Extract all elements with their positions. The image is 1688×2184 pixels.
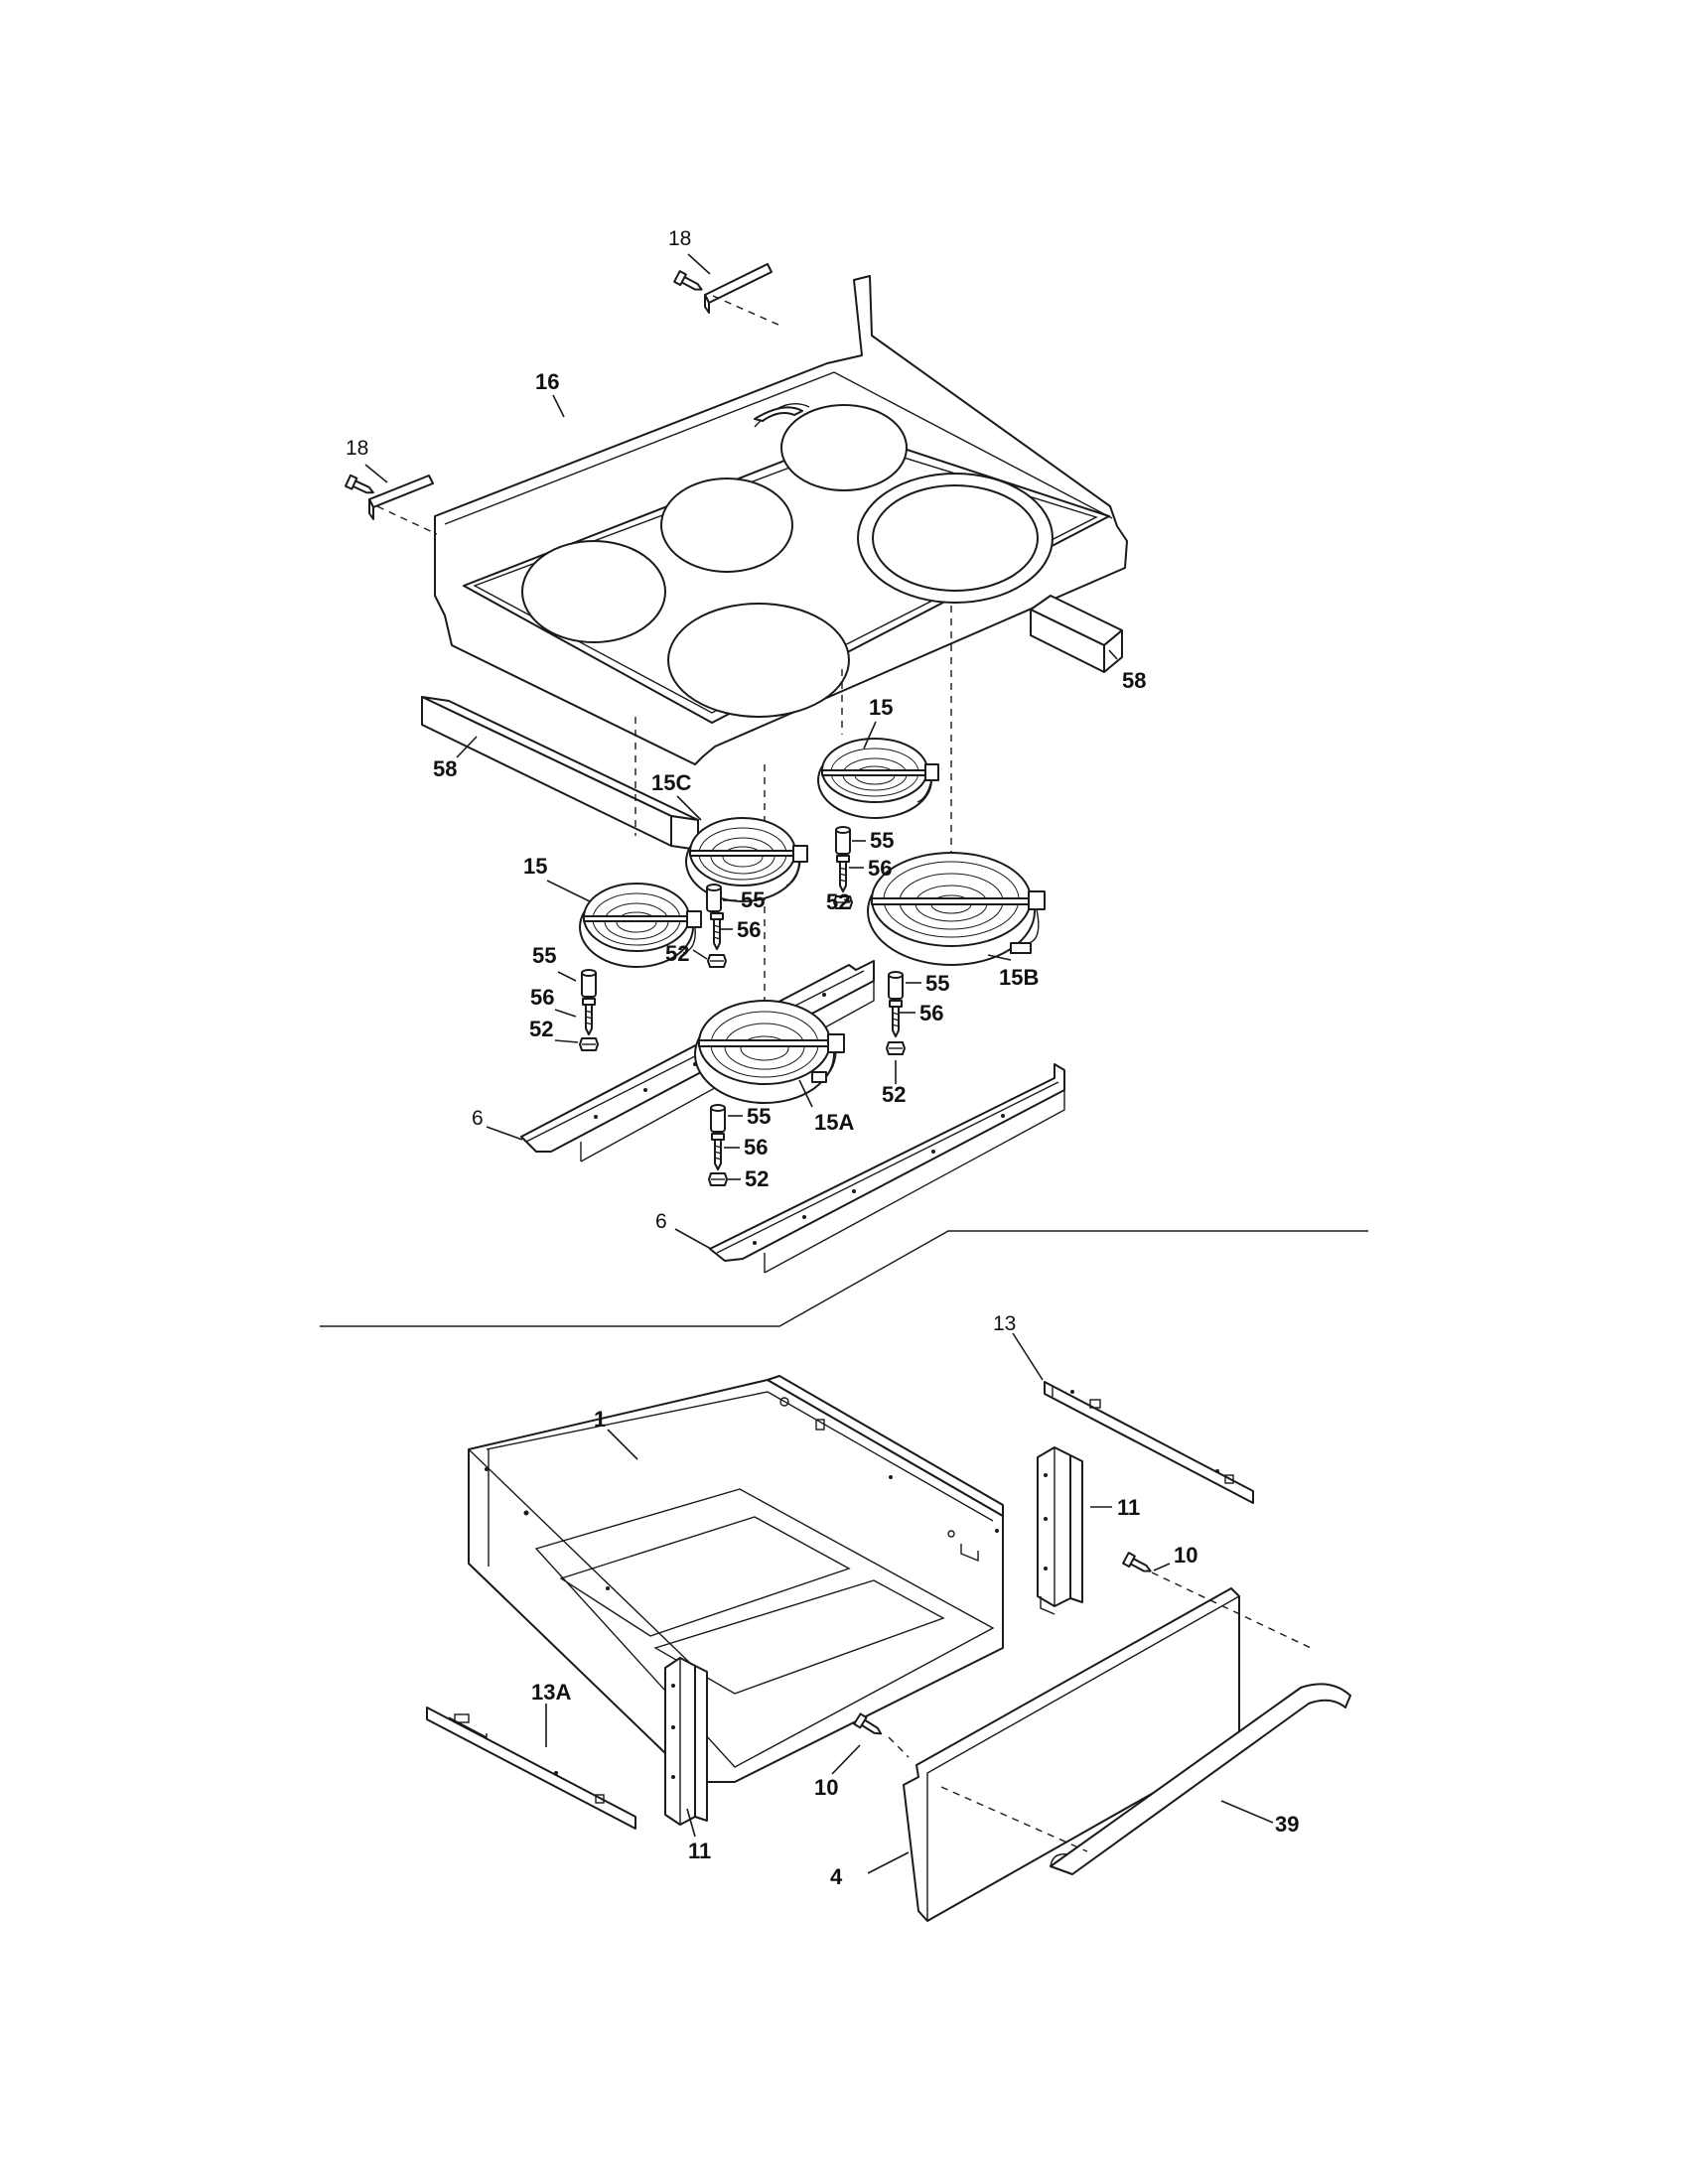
drawer-screws [853,1552,1312,1852]
callout-6-lower: 6 [655,1210,667,1233]
callout-55-e: 55 [532,943,556,968]
cooktop-top [434,275,1128,765]
callout-56-e: 56 [530,985,554,1010]
callout-1: 1 [594,1407,606,1432]
callout-leaders [364,253,1274,1874]
callout-58-left: 58 [433,756,457,781]
element-15-left [579,883,702,968]
callout-55-a: 55 [870,828,894,853]
support-bracket-lower [709,1063,1065,1274]
element-15-top [817,738,939,819]
callout-10-left: 10 [814,1775,838,1800]
callout-52-e: 52 [529,1017,553,1041]
drawer-slide-left [426,1706,636,1830]
callout-6-upper: 6 [472,1107,484,1130]
callout-56-d: 56 [744,1135,768,1160]
callout-18-left: 18 [346,437,368,460]
element-15b [867,852,1046,966]
slide-support-left [664,1657,708,1826]
callout-52-a: 52 [826,889,850,914]
callout-15a: 15A [814,1110,854,1135]
fastener-set-15a [708,1104,728,1186]
callout-39: 39 [1275,1812,1299,1837]
callout-labels: 18 18 16 58 58 15 15C 15 15B 15A 55 55 5… [346,227,1299,1889]
bracket-upper [673,263,781,327]
callout-15b: 15B [999,965,1039,990]
fastener-set-15-left [579,969,599,1051]
callout-15c: 15C [651,770,691,795]
callout-15-left: 15 [523,854,547,879]
callout-10-right: 10 [1174,1543,1197,1568]
section-divider [320,1230,1368,1327]
callout-4: 4 [830,1864,843,1889]
callout-56-c: 56 [919,1001,943,1025]
callout-58-right: 58 [1122,668,1146,693]
drawer-handle [1050,1683,1351,1875]
slide-support-right [1037,1446,1083,1615]
callout-15-top: 15 [869,695,893,720]
callout-13a: 13A [531,1680,571,1705]
callout-13: 13 [993,1312,1016,1335]
callout-11-left: 11 [688,1839,711,1863]
insulation-strip-right [1030,595,1123,673]
element-15c [685,817,808,902]
bracket-left [344,474,438,535]
callout-55-c: 55 [925,971,949,996]
drawer-body [468,1375,1004,1783]
callout-18-upper: 18 [668,227,691,250]
callout-52-d: 52 [745,1166,769,1191]
callout-16: 16 [535,369,559,394]
callout-56-a: 56 [868,856,892,881]
callout-55-b: 55 [741,887,765,912]
callout-11-right: 11 [1117,1495,1140,1520]
insulation-strip-left [421,696,699,851]
element-15a [694,1000,845,1104]
callout-52-c: 52 [882,1082,906,1107]
drawer-front [903,1587,1240,1922]
callout-52-b: 52 [665,941,689,966]
callout-56-b: 56 [737,917,761,942]
drawer-slide-right [1044,1381,1254,1504]
callout-55-d: 55 [747,1104,771,1129]
